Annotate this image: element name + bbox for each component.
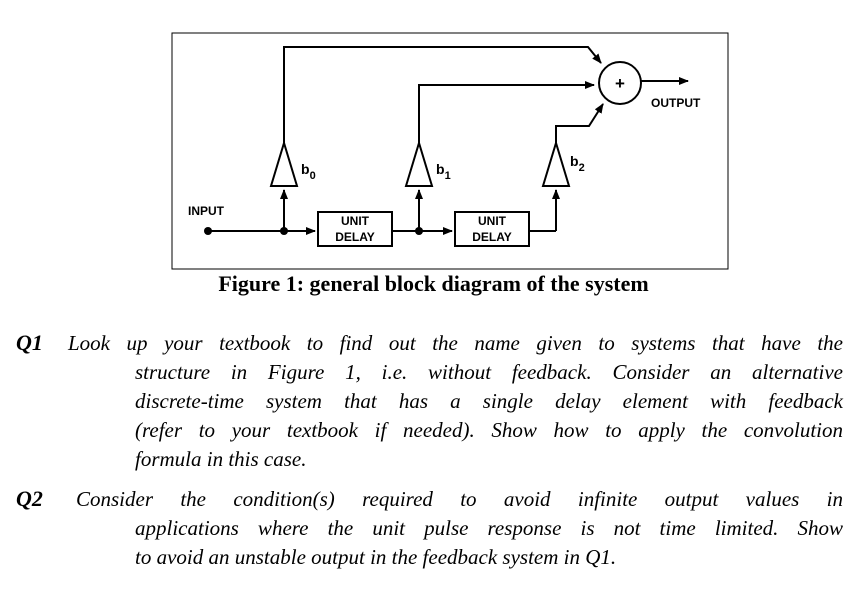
question-1-line-3: discrete-time system that has a single d…	[135, 389, 843, 413]
diagram-frame	[171, 32, 729, 270]
question-1-line-1: Look up your textbook to find out the na…	[68, 331, 843, 355]
gain-2-label: b2	[570, 153, 585, 174]
unit-delay-1	[317, 211, 393, 247]
gain-1-label: b1	[436, 161, 451, 182]
question-2-line-2: applications where the unit pulse respon…	[135, 516, 843, 540]
question-2-line-3: to avoid an unstable output in the feedb…	[135, 545, 617, 569]
path-gain-2-to-sum	[555, 103, 604, 143]
block-diagram: UNIT DELAY UNIT DELAY b0 b1 b2 + OUTPUT …	[171, 32, 729, 270]
unit-delay-1-label-bottom: DELAY	[335, 230, 375, 244]
unit-delay-2	[454, 211, 530, 247]
gain-1-amplifier	[404, 139, 434, 187]
question-1-line-5: formula in this case.	[135, 447, 307, 471]
unit-delay-1-label-top: UNIT	[341, 214, 370, 228]
unit-delay-2-label-bottom: DELAY	[472, 230, 512, 244]
unit-delay-2-label-top: UNIT	[478, 214, 507, 228]
question-2-number: Q2	[16, 486, 43, 511]
question-2-line-1: Consider the condition(s) required to av…	[76, 487, 843, 511]
gain-0-amplifier	[269, 139, 299, 187]
gain-0-label: b0	[301, 161, 316, 182]
input-label: INPUT	[188, 204, 225, 218]
gain-2-amplifier	[541, 139, 571, 187]
question-1-number: Q1	[16, 330, 43, 355]
question-1-line-4: (refer to your textbook if needed). Show…	[135, 418, 843, 442]
summing-junction-symbol: +	[615, 74, 625, 93]
path-gain-0-to-sum	[283, 46, 602, 143]
output-label: OUTPUT	[651, 96, 701, 110]
figure-caption: Figure 1: general block diagram of the s…	[218, 271, 649, 296]
summing-junction	[598, 61, 642, 105]
question-1-line-2: structure in Figure 1, i.e. without feed…	[135, 360, 843, 384]
path-gain-1-to-sum	[418, 81, 595, 143]
